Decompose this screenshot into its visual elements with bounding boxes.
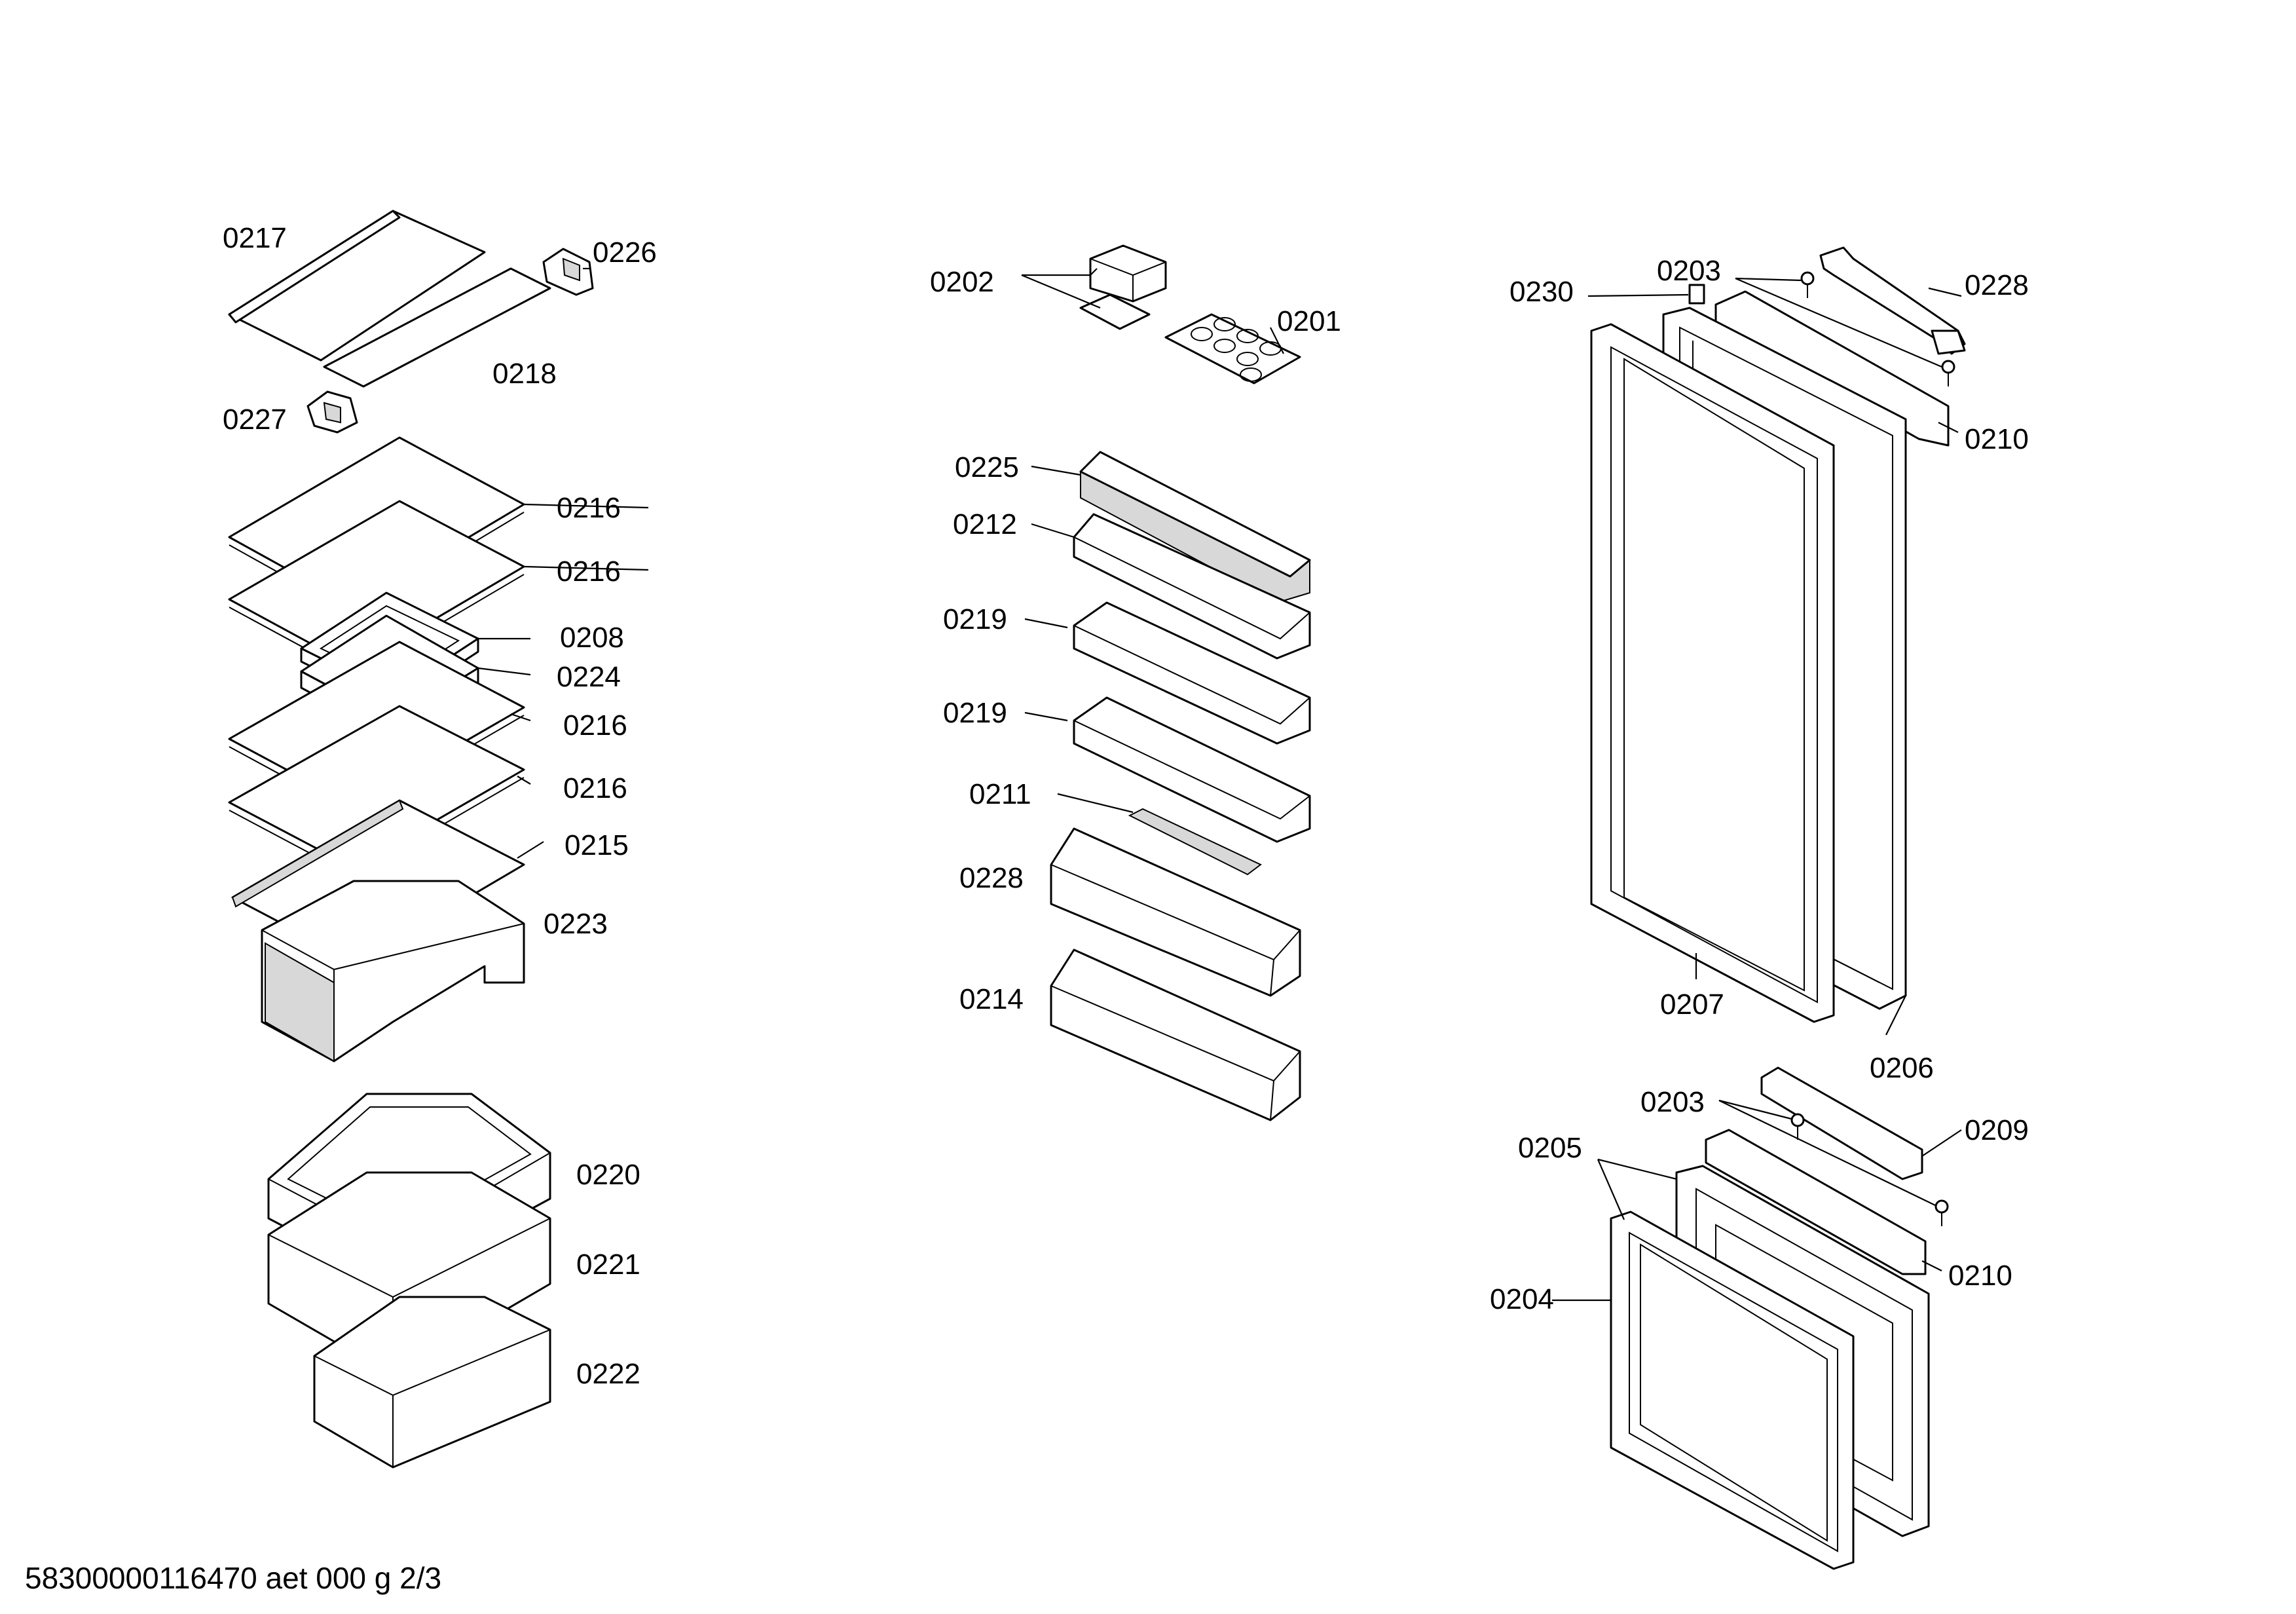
part-0202-box: [1079, 244, 1167, 330]
part-0219-door-shelf-a: [1073, 601, 1311, 745]
label-0207: 0207: [1660, 988, 1724, 1021]
part-0217-shelf: [228, 210, 486, 362]
label-0211: 0211: [969, 778, 1031, 810]
part-0210-hinge-bottom: [1705, 1129, 1927, 1275]
label-0227: 0227: [223, 404, 287, 436]
label-0206: 0206: [1870, 1052, 1934, 1084]
label-0203-bottom: 0203: [1640, 1086, 1705, 1118]
label-0216-a: 0216: [557, 492, 621, 524]
label-0203-top: 0203: [1657, 255, 1721, 287]
screw-0203-bottom-b: [1935, 1199, 1949, 1226]
part-0228-rod: [1819, 246, 1966, 355]
label-0219-a: 0219: [943, 603, 1007, 635]
label-0219-b: 0219: [943, 697, 1007, 729]
label-0214: 0214: [959, 983, 1024, 1015]
label-0204: 0204: [1490, 1283, 1554, 1315]
right-column-parts: [1590, 246, 1966, 1570]
part-0209-cover: [1760, 1066, 1923, 1180]
label-0223: 0223: [544, 908, 608, 940]
part-0218-strip: [323, 267, 551, 388]
label-0215: 0215: [565, 829, 629, 861]
middle-column-parts: [1050, 244, 1311, 1121]
label-0216-c: 0216: [563, 709, 627, 741]
left-column-parts: [228, 210, 594, 1469]
part-0227-clip: [306, 390, 358, 434]
label-0228-middle: 0228: [959, 862, 1024, 894]
label-0202: 0202: [930, 266, 994, 298]
part-0225-flap: [1079, 451, 1311, 604]
label-0220: 0220: [576, 1159, 640, 1191]
part-0222-drawer: [313, 1296, 551, 1469]
part-0230-clip: [1688, 284, 1705, 305]
part-0226-clip: [542, 248, 594, 296]
part-labels: 0217 0226 0218 0227 0216 0216 0208 0224 …: [223, 222, 2029, 1390]
label-0230: 0230: [1509, 276, 1574, 308]
label-0212: 0212: [953, 508, 1017, 540]
part-0219-door-shelf-b: [1073, 696, 1311, 843]
label-0226: 0226: [593, 236, 657, 269]
part-0212-door-shelf: [1073, 513, 1311, 660]
part-0207-gasket: [1590, 323, 1835, 1023]
leader-lines: [477, 267, 1962, 1302]
part-0228-bottle-shelf: [1050, 827, 1301, 997]
document-id-footer: 58300000116470 aet 000 g 2/3: [25, 1561, 441, 1595]
part-0201-egg-tray: [1164, 313, 1301, 385]
label-0216-d: 0216: [563, 772, 627, 804]
part-0204-freezer-gasket: [1610, 1210, 1855, 1570]
label-0201: 0201: [1277, 305, 1341, 337]
part-0211-grille: [1128, 808, 1262, 876]
label-0222: 0222: [576, 1358, 640, 1390]
label-0224: 0224: [557, 661, 621, 693]
label-0205: 0205: [1518, 1132, 1582, 1164]
label-0209: 0209: [1965, 1114, 2029, 1146]
label-0210-bottom: 0210: [1948, 1260, 2012, 1292]
label-0208: 0208: [560, 622, 624, 654]
part-0223-crisper: [261, 880, 525, 1062]
part-0214-bottle-shelf: [1050, 948, 1301, 1121]
screw-0203-top-a: [1800, 271, 1815, 298]
label-0217: 0217: [223, 222, 287, 254]
label-0225: 0225: [955, 451, 1019, 483]
screw-0203-bottom-a: [1790, 1113, 1805, 1140]
label-0228-right: 0228: [1965, 269, 2029, 301]
label-0221: 0221: [576, 1248, 640, 1281]
screw-0203-top-b: [1941, 360, 1955, 386]
label-0210-top: 0210: [1965, 423, 2029, 455]
label-0218: 0218: [492, 358, 557, 390]
label-0216-b: 0216: [557, 555, 621, 588]
